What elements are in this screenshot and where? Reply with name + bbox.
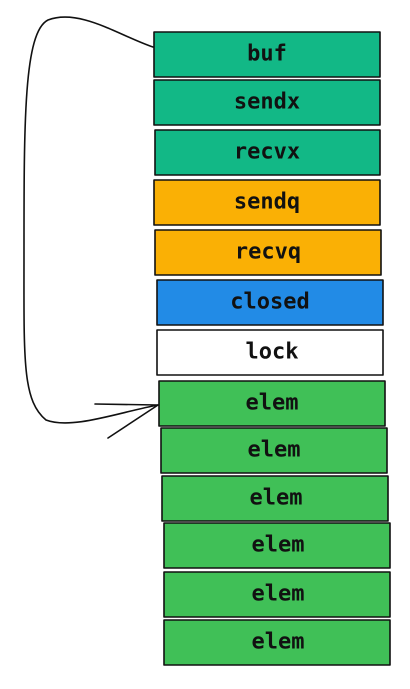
- cell-1: sendx: [153, 79, 381, 126]
- cell-box: [164, 523, 390, 568]
- cell-border: [153, 31, 381, 78]
- cell-3: sendq: [153, 179, 381, 226]
- cell-10: elem: [163, 522, 391, 569]
- cell-box: [162, 476, 388, 521]
- cell-4: recvq: [154, 229, 382, 276]
- cell-box: [161, 428, 387, 473]
- cell-8: elem: [160, 427, 388, 474]
- cell-box: [164, 572, 390, 617]
- cell-border: [154, 229, 382, 276]
- cell-label: elem: [252, 630, 305, 655]
- cell-border: [163, 619, 391, 666]
- cell-border: [163, 522, 391, 569]
- cell-7: elem: [158, 380, 386, 427]
- cell-border: [153, 179, 381, 226]
- cell-box: [155, 230, 381, 275]
- cell-box: [157, 280, 383, 325]
- cell-border: [163, 571, 391, 618]
- cell-2: recvx: [154, 129, 381, 176]
- arrowhead-icon: [94, 403, 159, 439]
- cell-label: lock: [246, 340, 299, 365]
- cell-box: [154, 180, 380, 225]
- cell-box: [159, 381, 385, 426]
- cell-label: elem: [248, 438, 301, 463]
- cell-label: closed: [230, 290, 309, 315]
- cell-border: [156, 329, 384, 376]
- cell-box: [164, 620, 390, 665]
- cell-label: elem: [252, 582, 305, 607]
- cell-label: sendq: [234, 190, 300, 215]
- buf-pointer-arrow: [23, 16, 159, 424]
- cell-label: recvx: [234, 140, 300, 165]
- cell-border: [154, 129, 381, 176]
- cell-border: [153, 79, 381, 126]
- cell-12: elem: [163, 619, 391, 666]
- cell-box: [155, 130, 380, 175]
- cell-box: [154, 32, 380, 77]
- cell-box: [154, 80, 380, 125]
- cell-6: lock: [156, 329, 384, 376]
- cell-border: [161, 475, 389, 522]
- cell-label: elem: [250, 486, 303, 511]
- cell-label: elem: [246, 391, 299, 416]
- cell-border: [156, 279, 384, 326]
- cell-border: [158, 380, 386, 427]
- cell-label: elem: [252, 533, 305, 558]
- cell-border: [160, 427, 388, 474]
- cell-0: buf: [153, 31, 381, 78]
- cell-box: [157, 330, 383, 375]
- cell-label: buf: [247, 42, 287, 67]
- cell-9: elem: [161, 475, 389, 522]
- cell-label: recvq: [235, 240, 301, 265]
- cell-label: sendx: [234, 90, 300, 115]
- cell-11: elem: [163, 571, 391, 618]
- cell-5: closed: [156, 279, 384, 326]
